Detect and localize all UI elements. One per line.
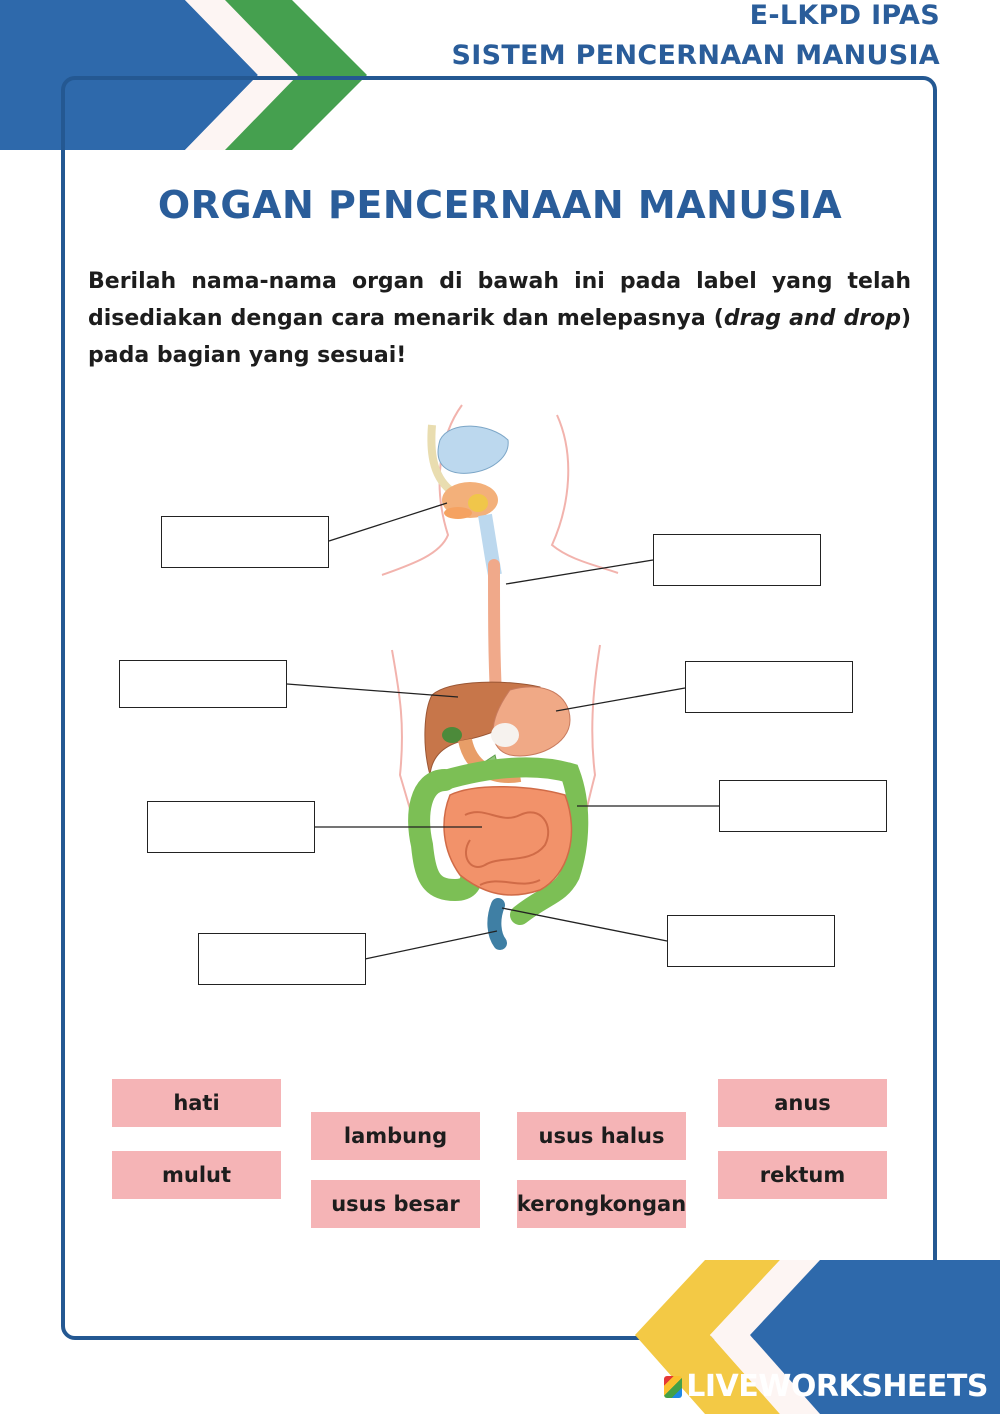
drop-box-esophagus[interactable] bbox=[653, 534, 821, 586]
drop-box-liver[interactable] bbox=[119, 660, 287, 708]
chip-mulut[interactable]: mulut bbox=[112, 1151, 281, 1199]
chip-lambung[interactable]: lambung bbox=[311, 1112, 480, 1160]
chip-usus-besar[interactable]: usus besar bbox=[311, 1180, 480, 1228]
drop-box-mouth[interactable] bbox=[161, 516, 329, 568]
liveworksheets-logo: LIVEWORKSHEETS bbox=[664, 1369, 988, 1404]
drop-box-anus[interactable] bbox=[198, 933, 366, 985]
chip-anus[interactable]: anus bbox=[718, 1079, 887, 1127]
chip-usus-halus[interactable]: usus halus bbox=[517, 1112, 686, 1160]
drop-box-small-intestine[interactable] bbox=[147, 801, 315, 853]
drop-box-stomach[interactable] bbox=[685, 661, 853, 713]
chip-rektum[interactable]: rektum bbox=[718, 1151, 887, 1199]
chip-kerongkongan[interactable]: kerongkongan bbox=[517, 1180, 686, 1228]
logo-badge-icon bbox=[664, 1376, 682, 1398]
chip-hati[interactable]: hati bbox=[112, 1079, 281, 1127]
drop-box-large-intestine[interactable] bbox=[719, 780, 887, 832]
drop-box-rectum[interactable] bbox=[667, 915, 835, 967]
